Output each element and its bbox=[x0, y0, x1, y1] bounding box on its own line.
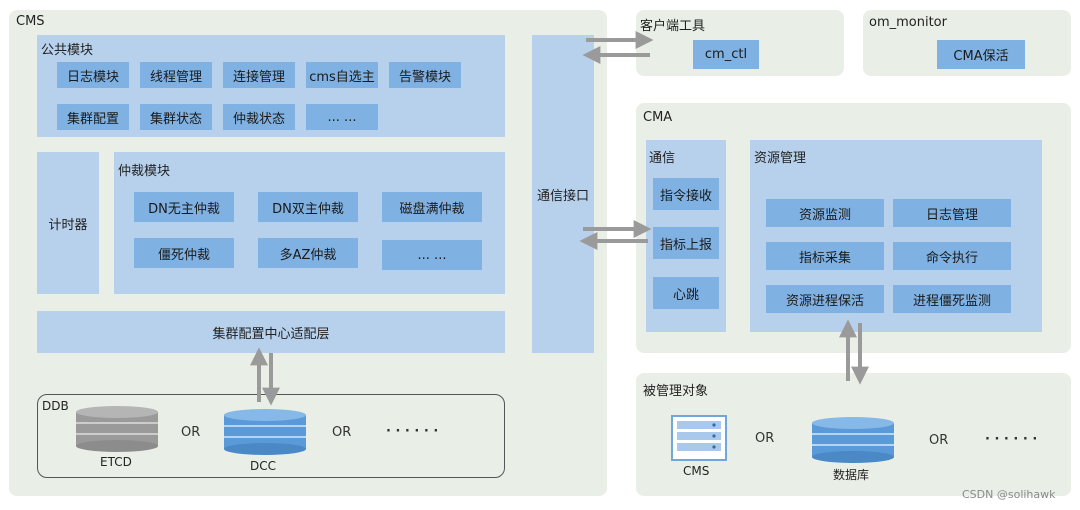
chip-disk-full: 磁盘满仲裁 bbox=[382, 192, 482, 222]
cma-comm-title: 通信 bbox=[649, 151, 676, 166]
chip-dn-no-primary: DN无主仲裁 bbox=[134, 192, 234, 222]
chip-log-module: 日志模块 bbox=[57, 62, 129, 88]
chip-cluster-status: 集群状态 bbox=[140, 104, 212, 130]
timer-label: 计时器 bbox=[48, 217, 88, 233]
chip-alarm-module: 告警模块 bbox=[389, 62, 461, 88]
arbitration-module bbox=[114, 152, 505, 294]
cms-title: CMS bbox=[16, 14, 45, 29]
chip-arbitration-status: 仲裁状态 bbox=[223, 104, 295, 130]
chip-cm-ctl: cm_ctl bbox=[693, 40, 759, 69]
chip-log-mgmt: 日志管理 bbox=[893, 199, 1011, 227]
adapter-layer-label: 集群配置中心适配层 bbox=[212, 326, 330, 342]
chip-cluster-config: 集群配置 bbox=[57, 104, 129, 130]
chip-conn-mgmt: 连接管理 bbox=[223, 62, 295, 88]
chip-dn-dual-primary: DN双主仲裁 bbox=[258, 192, 358, 222]
chip-thread-mgmt: 线程管理 bbox=[140, 62, 212, 88]
dcc-label: DCC bbox=[250, 459, 276, 473]
cma-title: CMA bbox=[643, 110, 673, 125]
ddb-title: DDB bbox=[42, 399, 69, 413]
chip-more: ... ... bbox=[306, 104, 378, 130]
public-module-title: 公共模块 bbox=[41, 43, 94, 58]
chip-cmd-exec: 命令执行 bbox=[893, 242, 1011, 270]
managed-more: · · · · · · bbox=[985, 432, 1038, 447]
managed-cms-label: CMS bbox=[683, 464, 710, 478]
chip-cmd-receive: 指令接收 bbox=[653, 178, 719, 210]
managed-or-2: OR bbox=[929, 433, 949, 448]
chip-arb-more: ... ... bbox=[382, 240, 482, 270]
comm-interface: 通信接口 bbox=[532, 35, 594, 353]
adapter-layer: 集群配置中心适配层 bbox=[37, 311, 505, 353]
om-monitor-title: om_monitor bbox=[869, 15, 947, 30]
cma-resource-title: 资源管理 bbox=[754, 151, 807, 166]
timer-box: 计时器 bbox=[37, 152, 99, 294]
ddb-or-1: OR bbox=[181, 425, 201, 440]
chip-metric-report: 指标上报 bbox=[653, 227, 719, 259]
client-tools-title: 客户端工具 bbox=[640, 19, 706, 34]
chip-heartbeat: 心跳 bbox=[653, 277, 719, 309]
chip-metric-collect: 指标采集 bbox=[766, 242, 884, 270]
etcd-label: ETCD bbox=[100, 455, 132, 469]
managed-db-label: 数据库 bbox=[833, 468, 870, 482]
chip-cma-keepalive: CMA保活 bbox=[937, 40, 1025, 69]
chip-multi-az: 多AZ仲裁 bbox=[258, 238, 358, 268]
chip-proc-zombie: 进程僵死监测 bbox=[893, 285, 1011, 313]
managed-or-1: OR bbox=[755, 431, 775, 446]
chip-resource-monitor: 资源监测 bbox=[766, 199, 884, 227]
arbitration-module-title: 仲裁模块 bbox=[118, 164, 171, 179]
comm-interface-label: 通信接口 bbox=[536, 188, 589, 204]
chip-cms-elect: cms自选主 bbox=[306, 62, 378, 88]
ddb-more: · · · · · · bbox=[386, 424, 439, 439]
chip-zombie: 僵死仲裁 bbox=[134, 238, 234, 268]
chip-proc-keepalive: 资源进程保活 bbox=[766, 285, 884, 313]
managed-title: 被管理对象 bbox=[643, 384, 709, 399]
ddb-or-2: OR bbox=[332, 425, 352, 440]
watermark: CSDN @solihawk bbox=[962, 488, 1056, 501]
